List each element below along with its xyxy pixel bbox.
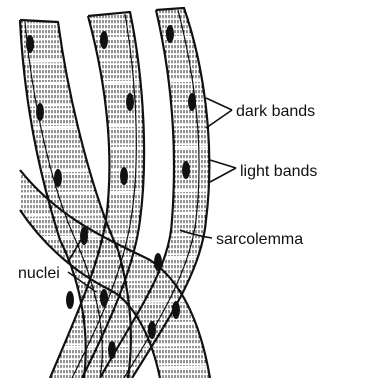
nucleus <box>188 93 196 111</box>
nucleus <box>100 289 108 307</box>
nucleus <box>182 161 190 179</box>
nucleus <box>154 253 162 271</box>
nucleus <box>126 93 134 111</box>
nucleus <box>26 35 34 53</box>
sarcolemma-label: sarcolemma <box>216 231 303 248</box>
nucleus <box>148 321 156 339</box>
light-bands-leader <box>210 160 236 182</box>
nucleus <box>100 31 108 49</box>
dark-bands-label: dark bands <box>236 103 315 120</box>
nucleus <box>36 103 44 121</box>
nucleus <box>166 25 174 43</box>
light-bands-label: light bands <box>240 163 317 180</box>
nuclei-label: nuclei <box>18 265 60 282</box>
nucleus <box>172 301 180 319</box>
nucleus <box>120 167 128 185</box>
nucleus <box>108 341 116 359</box>
nucleus <box>54 169 62 187</box>
nucleus <box>66 291 74 309</box>
